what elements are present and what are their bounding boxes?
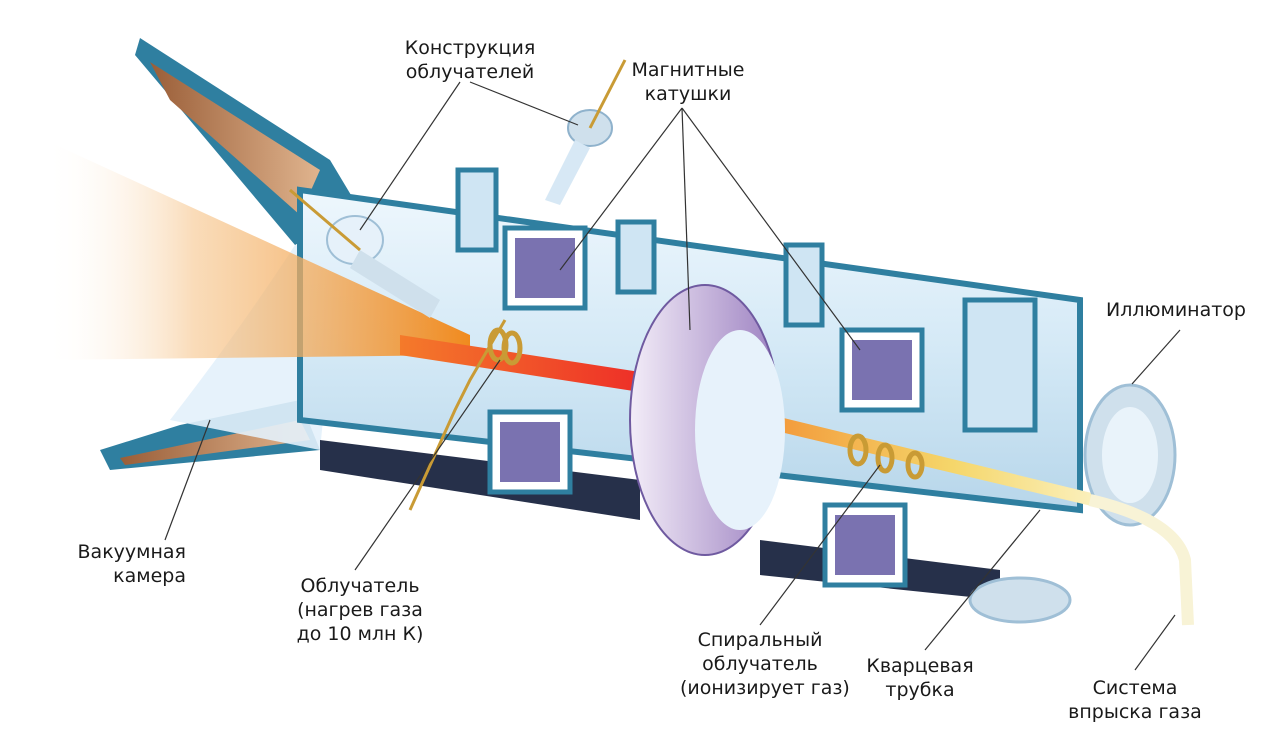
plasma-beam-red <box>400 335 640 392</box>
label-line: Магнитные <box>631 59 745 81</box>
label-line: трубка <box>885 679 955 701</box>
gas-injection-pipe <box>1088 494 1194 626</box>
label-line: впрыска газа <box>1068 701 1202 723</box>
heating-cone <box>45 140 470 360</box>
label-line: облучатель <box>702 653 818 675</box>
label-line: Спиральный <box>697 629 823 651</box>
plasma-beam-yellow <box>730 405 1100 508</box>
label-line: до 10 млн К) <box>296 623 424 645</box>
label-line: Система <box>1092 677 1178 699</box>
label-illuminator: Иллюминатор <box>1106 298 1246 322</box>
label-line: Вакуумная <box>77 541 186 563</box>
illuminator-flange <box>968 383 1177 624</box>
label-line: облучателей <box>405 61 535 83</box>
magnetic-coils <box>487 225 925 588</box>
label-line: камера <box>113 565 186 587</box>
label-line: катушки <box>644 83 732 105</box>
label-line: Облучатель <box>300 575 420 597</box>
label-irradiator-structure: Конструкция облучателей <box>400 36 540 84</box>
label-magnetic-coils: Магнитные катушки <box>628 58 748 106</box>
label-line: (ионизирует газ) <box>680 677 850 699</box>
label-spiral-irradiator: Спиральный облучатель (ионизирует газ) <box>680 628 850 700</box>
label-gas-injection: Система впрыска газа <box>1060 676 1210 724</box>
leader-lines <box>164 81 1181 671</box>
label-line: Иллюминатор <box>1106 299 1246 321</box>
label-line: (нагрев газа <box>297 599 423 621</box>
irradiator-coils <box>408 319 925 511</box>
magnetic-ring <box>629 284 785 556</box>
label-quartz-tube: Кварцевая трубка <box>865 654 975 702</box>
label-irradiator: Облучатель (нагрев газа до 10 млн К) <box>280 574 440 646</box>
label-line: Конструкция <box>404 37 536 59</box>
label-line: Кварцевая <box>866 655 974 677</box>
irradiator-structure <box>289 59 627 318</box>
label-vacuum-chamber: Вакуумная камера <box>58 540 186 588</box>
